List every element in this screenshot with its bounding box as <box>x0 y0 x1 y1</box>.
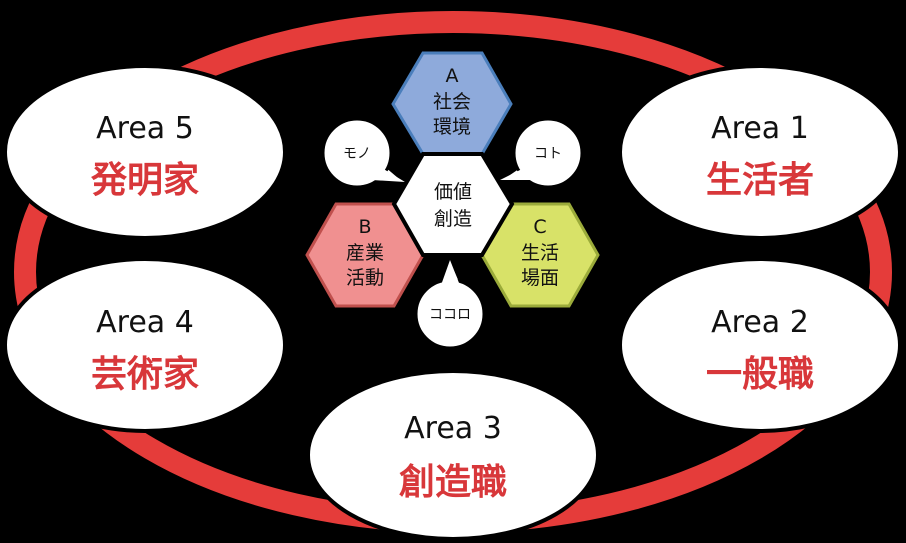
area-3-node: Area 3 創造職 <box>306 369 600 541</box>
hex-line1: 産業 <box>346 242 384 264</box>
hex-c: C 生活 場面 <box>480 202 600 308</box>
area-4-node: Area 4 芸術家 <box>3 257 287 433</box>
area-label: Area 4 <box>96 305 194 340</box>
bubble-mono: モノ <box>321 117 407 189</box>
area-1-node: Area 1 生活者 <box>618 64 902 240</box>
area-label: Area 5 <box>96 111 194 146</box>
area-role: 芸術家 <box>91 354 199 395</box>
area-label: Area 2 <box>711 305 809 340</box>
bubble-text: ココロ <box>429 307 471 323</box>
bubble-text: コト <box>534 146 562 162</box>
area-role: 一般職 <box>706 354 814 395</box>
hex-center: 価値 創造 <box>391 152 515 257</box>
bubble-text: モノ <box>343 146 371 162</box>
area-2-node: Area 2 一般職 <box>618 257 902 433</box>
area-role: 発明家 <box>91 160 199 201</box>
center-line1: 価値 <box>434 181 472 203</box>
area-5-node: Area 5 発明家 <box>3 64 287 240</box>
hex-line2: 場面 <box>521 267 559 289</box>
hex-letter: B <box>358 216 371 238</box>
hex-letter: C <box>533 216 546 238</box>
area-label: Area 1 <box>711 111 809 146</box>
bubble-kokoro: ココロ <box>414 256 486 350</box>
hex-line2: 環境 <box>433 116 471 138</box>
hex-b: B 産業 活動 <box>305 202 425 308</box>
hex-letter: A <box>446 65 459 87</box>
hex-line1: 社会 <box>433 91 471 113</box>
center-line2: 創造 <box>434 208 472 230</box>
area-label: Area 3 <box>404 411 502 446</box>
area-role: 創造職 <box>399 462 507 503</box>
hex-a: A 社会 環境 <box>391 51 513 156</box>
area-role: 生活者 <box>706 160 814 201</box>
hex-line1: 生活 <box>521 242 559 264</box>
hex-line2: 活動 <box>346 267 384 289</box>
bubble-koto: コト <box>498 117 584 189</box>
